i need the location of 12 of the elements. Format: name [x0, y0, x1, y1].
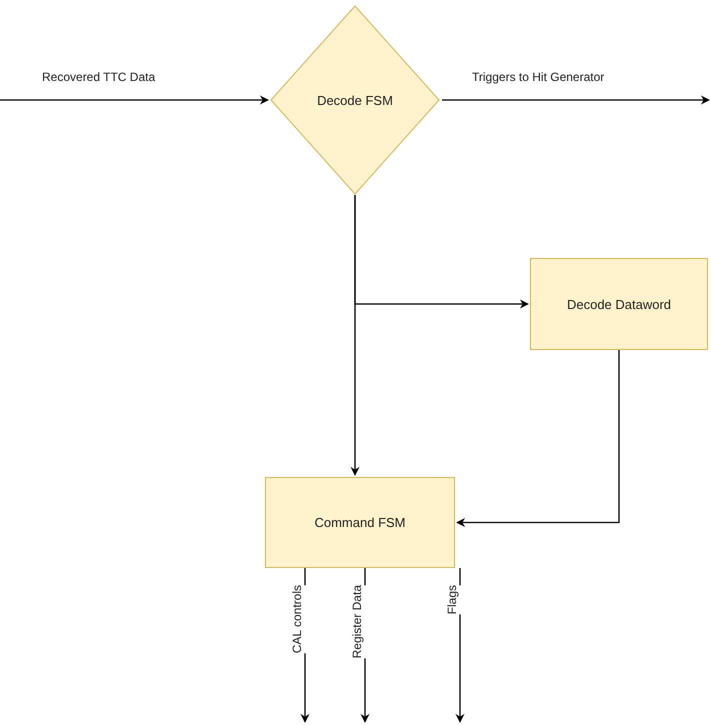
arrow	[350, 195, 360, 476]
edge-label: Triggers to Hit Generator	[470, 70, 606, 84]
arrow	[456, 568, 464, 723]
arrow	[0, 96, 269, 104]
arrow	[300, 568, 310, 723]
process-box: Command FSM	[265, 477, 455, 568]
process-box: Decode Dataword	[530, 258, 708, 350]
arrow	[456, 350, 620, 527]
decision-diamond: Decode FSM	[270, 5, 440, 195]
arrow	[442, 96, 710, 104]
edge-label: Recovered TTC Data	[40, 70, 158, 84]
arrow	[360, 568, 370, 723]
